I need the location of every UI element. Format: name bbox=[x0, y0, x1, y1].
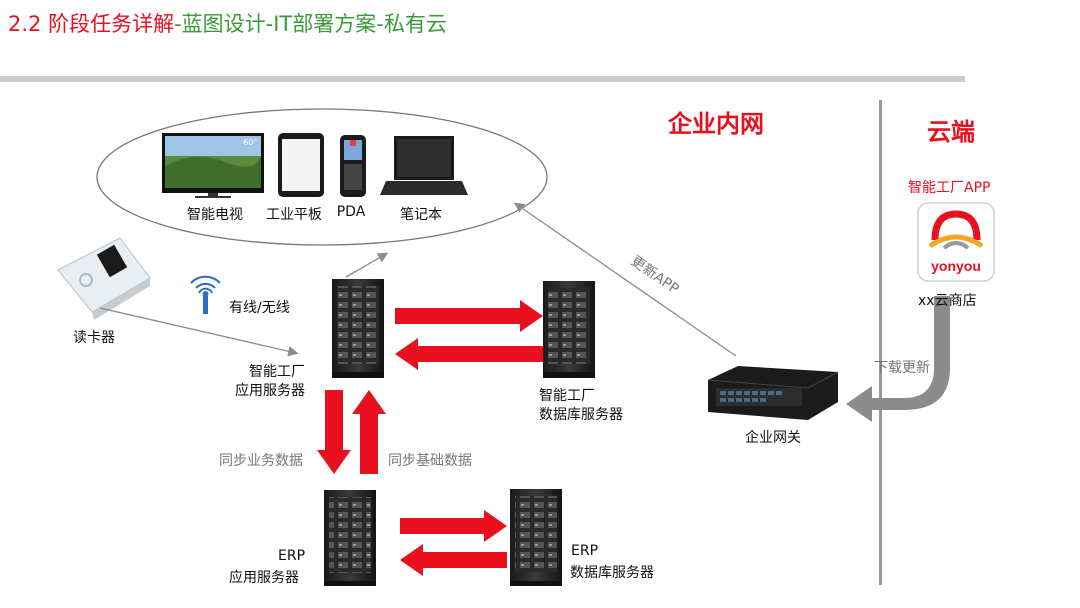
app-to-db-arrow bbox=[395, 300, 543, 332]
cloud-store-label: xx云商店 bbox=[918, 293, 977, 309]
erp-app-server-icon bbox=[324, 490, 376, 586]
sync-base-label: 同步基础数据 bbox=[388, 453, 472, 469]
laptop-icon bbox=[380, 136, 468, 195]
title-blueprint: 蓝图设计 bbox=[181, 12, 266, 36]
title-private-cloud: 私有云 bbox=[383, 12, 447, 36]
download-update-label: 下载更新 bbox=[874, 360, 930, 376]
sync-business-label: 同步业务数据 bbox=[219, 453, 303, 469]
smart-tv-icon bbox=[162, 133, 264, 198]
device-group-ellipse bbox=[96, 108, 548, 246]
smart-tv-label: 智能电视 bbox=[187, 207, 243, 223]
pda-label: PDA bbox=[336, 204, 366, 220]
sync-business-down-arrow bbox=[317, 390, 351, 474]
title-sep-2: - bbox=[265, 12, 274, 36]
erp-app-label-1: ERP bbox=[278, 548, 306, 564]
header-divider bbox=[0, 76, 965, 82]
app-title-label: 智能工厂APP bbox=[908, 180, 991, 196]
sync-base-up-arrow bbox=[352, 390, 386, 474]
intranet-zone-title: 企业内网 bbox=[668, 110, 764, 138]
update-app-label: 更新APP bbox=[628, 253, 682, 297]
erp-db-server-icon bbox=[510, 489, 562, 586]
laptop-label: 笔记本 bbox=[400, 207, 442, 223]
smart-factory-app-label-2: 应用服务器 bbox=[235, 383, 305, 399]
zone-divider bbox=[879, 100, 882, 585]
card-reader-label: 读卡器 bbox=[73, 330, 115, 346]
smart-factory-db-label-2: 数据库服务器 bbox=[539, 407, 623, 423]
title-sep-3: - bbox=[376, 12, 384, 36]
erp-db-to-app-arrow bbox=[400, 544, 507, 576]
download-update-arrow bbox=[846, 296, 950, 422]
wireless-label: 有线/无线 bbox=[229, 300, 290, 316]
smart-factory-db-label-1: 智能工厂 bbox=[539, 388, 595, 404]
tv-size-badge: 60" bbox=[243, 138, 257, 147]
pda-icon bbox=[340, 135, 366, 197]
update-app-arrow bbox=[513, 202, 737, 357]
yonyou-app-icon: yonyou bbox=[917, 202, 995, 282]
smart-factory-app-server-icon bbox=[332, 279, 384, 378]
db-to-app-arrow bbox=[395, 338, 543, 370]
erp-app-to-db-arrow bbox=[400, 510, 507, 542]
erp-db-label-1: ERP bbox=[571, 543, 599, 559]
wireless-signal-icon bbox=[190, 275, 221, 314]
erp-app-label-2: 应用服务器 bbox=[229, 570, 299, 586]
slide-title: 2.2 阶段任务详解-蓝图设计-IT部署方案-私有云 bbox=[8, 8, 447, 38]
title-stage: 2.2 阶段任务详解 bbox=[8, 12, 175, 36]
industrial-tablet-icon bbox=[278, 133, 324, 197]
title-sep-1: - bbox=[174, 12, 182, 36]
industrial-tablet-label: 工业平板 bbox=[266, 207, 322, 223]
title-it-plan: IT部署方案 bbox=[273, 12, 377, 36]
smart-factory-db-server-icon bbox=[543, 281, 595, 378]
enterprise-gateway-icon bbox=[707, 366, 839, 420]
smart-factory-app-label-1: 智能工厂 bbox=[249, 364, 305, 380]
card-reader-to-server-arrow bbox=[99, 307, 299, 357]
cloud-zone-title: 云端 bbox=[927, 118, 975, 146]
erp-db-label-2: 数据库服务器 bbox=[570, 565, 654, 581]
card-reader-icon bbox=[57, 237, 151, 320]
yonyou-logo-text: yonyou bbox=[931, 258, 981, 274]
server-to-devices-arrow bbox=[345, 252, 389, 278]
gateway-label: 企业网关 bbox=[745, 430, 801, 446]
